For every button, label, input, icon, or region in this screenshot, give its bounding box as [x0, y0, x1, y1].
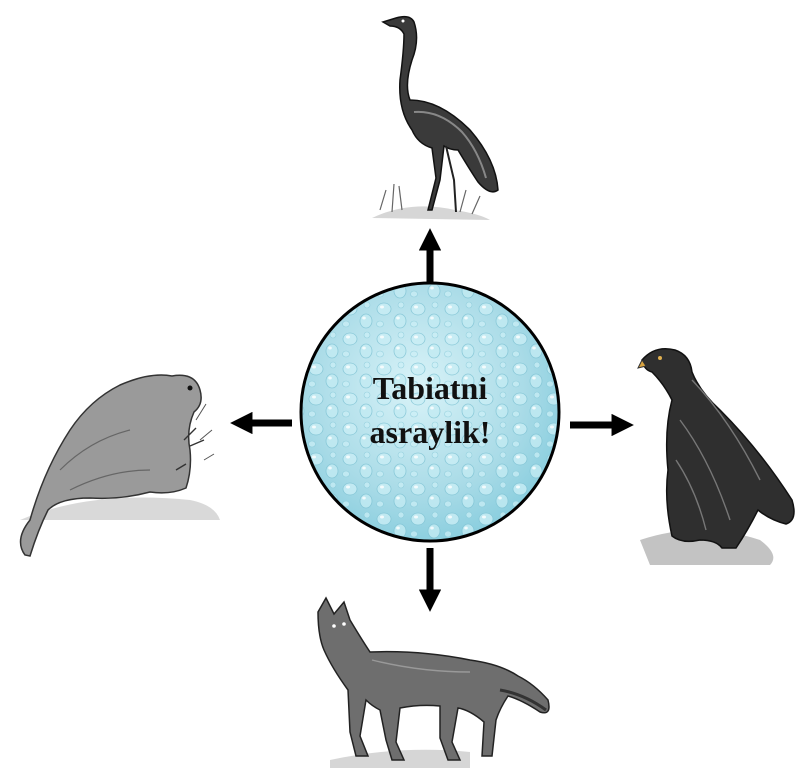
eagle-illustration [637, 348, 795, 565]
marmot-illustration [19, 374, 220, 557]
crane-illustration [372, 15, 499, 220]
center-circle [299, 281, 561, 543]
wolf-illustration [317, 596, 550, 768]
